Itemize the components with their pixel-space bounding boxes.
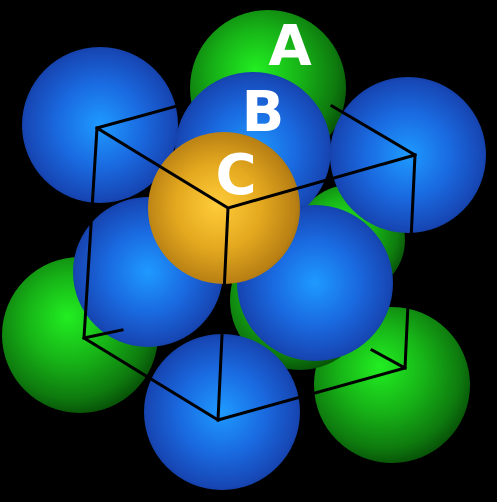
label-b: B [242, 80, 285, 145]
unit-cell-front-edges [81, 101, 418, 423]
sphere-b-right [330, 77, 486, 233]
label-a: A [268, 14, 312, 79]
sphere-b-bottom [144, 334, 300, 490]
sphere-b-top-left [22, 47, 178, 203]
label-c: C [215, 143, 256, 208]
sphere-c [148, 132, 300, 284]
